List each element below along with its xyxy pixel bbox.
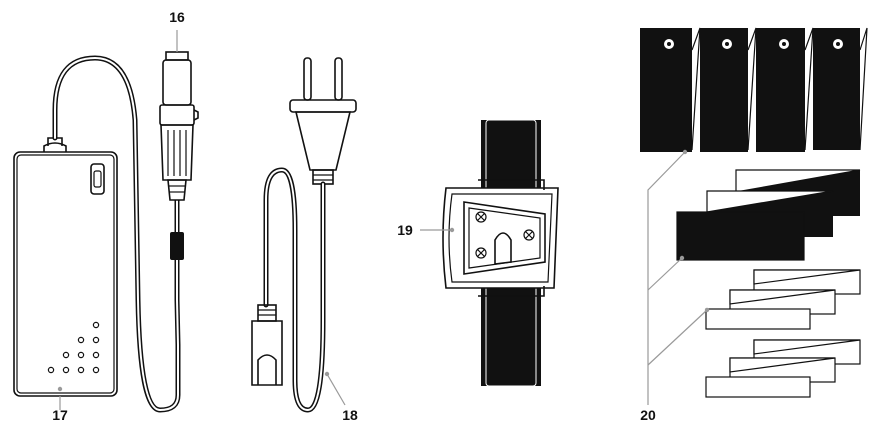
callout-16: 16 xyxy=(169,9,185,25)
leader-lines xyxy=(57,30,710,410)
power-supply-unit xyxy=(13,137,118,397)
psu-cable xyxy=(52,55,184,413)
callout-20: 20 xyxy=(640,407,656,423)
pads-white-stack-2 xyxy=(705,339,861,398)
pads-middle-stack xyxy=(676,169,861,261)
pads-white-stack-1 xyxy=(705,269,861,330)
callout-18: 18 xyxy=(342,407,358,423)
pads-top-row xyxy=(640,27,868,152)
xlr-connector xyxy=(159,51,199,201)
callout-17: 17 xyxy=(52,407,68,423)
mains-cable xyxy=(251,57,357,413)
adhesive-pads xyxy=(640,27,868,398)
belt-clip xyxy=(442,119,559,387)
vent-dots xyxy=(47,321,100,374)
callout-19: 19 xyxy=(397,222,413,238)
